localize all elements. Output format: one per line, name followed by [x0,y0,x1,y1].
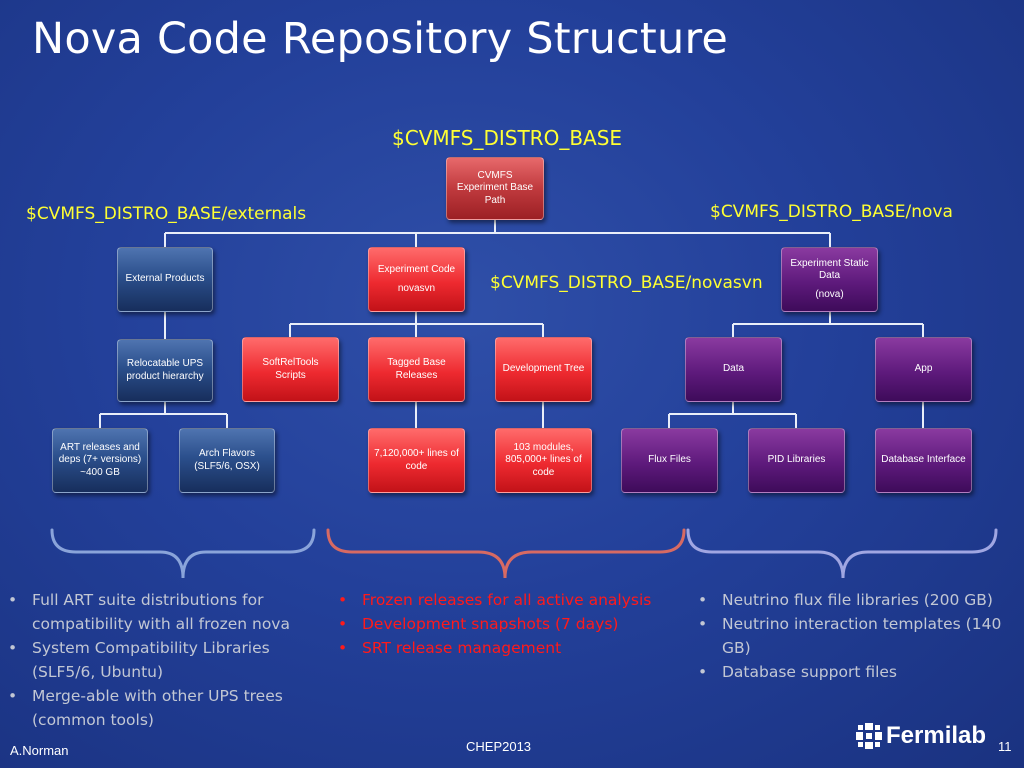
node-art-releases: ART releases and deps (7+ versions) ~400… [52,428,148,493]
bullet-item: • Development snapshots (7 days) [330,612,680,636]
bullet-text: Development snapshots (7 days) [362,615,619,633]
logo-text: Fermilab [886,722,987,749]
node-label: Experiment Code [377,264,456,275]
node-modules: 103 modules, 805,000+ lines of code [495,428,592,493]
node-flux-files: Flux Files [621,428,718,493]
externals-path-label: $CVMFS_DISTRO_BASE/externals [26,204,307,224]
node-experiment-static-data: Experiment Static Data (nova) [781,247,878,312]
node-sublabel: (nova) [815,288,844,300]
node-softreltools-scripts: SoftRelTools Scripts [242,337,339,402]
node-label: CVMFS Experiment Base Path [456,169,534,206]
nova-path-label: $CVMFS_DISTRO_BASE/nova [710,202,953,222]
connector-relocatable [99,402,228,428]
node-label: App [914,363,933,375]
brace-red [326,528,686,579]
bullet-item: • Neutrino flux file libraries (200 GB) [690,588,1020,612]
bullet-marker: • [338,615,348,633]
brace-purple [686,528,998,579]
node-arch-flavors: Arch Flavors (SLF5/6, OSX) [179,428,275,493]
bullet-marker: • [698,591,708,609]
node-label: PID Libraries [767,454,826,466]
connector-data [668,402,797,428]
node-label: ART releases and deps (7+ versions) ~400… [58,441,142,478]
fermilab-logo-icon [856,723,882,749]
node-label: Data [722,363,745,375]
bullet-item: • System Compatibility Libraries (SLF5/6,… [0,636,320,684]
node-tagged-base-releases: Tagged Base Releases [368,337,465,402]
bullet-marker: • [338,639,348,657]
node-data: Data [685,337,782,402]
brace-blue [50,528,316,579]
bullet-item: • SRT release management [330,636,680,660]
fermilab-logo: Fermilab [856,722,986,750]
bullet-marker: • [8,591,18,609]
bullet-marker: • [8,639,18,657]
bullet-item: • Full ART suite distributions for compat… [0,588,320,636]
node-development-tree: Development Tree [495,337,592,402]
bullets-middle: • Frozen releases for all active analysis… [330,588,680,660]
node-label: Relocatable UPS product hierarchy [126,358,204,382]
node-external-products: External Products [117,247,213,312]
node-sublabel: novasvn [397,282,436,294]
bullets-left: • Full ART suite distributions for compat… [0,588,320,732]
bullet-text: Frozen releases for all active analysis [362,591,652,609]
conference-label: CHEP2013 [466,739,532,754]
bullet-marker: • [8,687,18,705]
connector-expcode [289,312,544,337]
bullet-text: Full ART suite distributions for compati… [32,591,290,633]
node-label: External Products [125,273,205,285]
node-label: 7,120,000+ lines of code [374,448,459,472]
bullet-text: Merge-able with other UPS trees (common … [32,687,283,729]
bullet-item: • Frozen releases for all active analysis [330,588,680,612]
node-label: Arch Flavors (SLF5/6, OSX) [194,448,260,472]
node-cvmfs-base-path: CVMFS Experiment Base Path [446,157,544,220]
bullet-marker: • [698,663,708,681]
bullet-item: • Neutrino interaction templates (140 GB) [690,612,1020,660]
node-label: SoftRelTools Scripts [262,357,319,381]
novasvn-path-label: $CVMFS_DISTRO_BASE/novasvn [490,273,763,293]
node-label: Experiment Static Data [790,257,869,282]
bullet-text: System Compatibility Libraries (SLF5/6, … [32,639,270,681]
bullet-text: Neutrino flux file libraries (200 GB) [722,591,993,609]
distro-base-label: $CVMFS_DISTRO_BASE [392,126,623,150]
node-app: App [875,337,972,402]
bullet-text: Database support files [722,663,898,681]
bullets-right: • Neutrino flux file libraries (200 GB) •… [690,588,1020,684]
node-pid-libraries: PID Libraries [748,428,845,493]
node-label: Flux Files [648,454,691,466]
node-label: Database Interface [881,454,966,466]
bullet-marker: • [338,591,348,609]
node-label: Development Tree [502,363,585,375]
node-label: Tagged Base Releases [387,357,446,381]
author-label: A.Norman [10,743,69,758]
connector-static [732,312,924,337]
bullet-item: • Merge-able with other UPS trees (common… [0,684,320,732]
bullet-text: Neutrino interaction templates (140 GB) [722,615,1002,657]
node-experiment-code: Experiment Code novasvn [368,247,465,312]
node-label: 103 modules, 805,000+ lines of code [505,441,582,478]
node-database-interface: Database Interface [875,428,972,493]
bullet-text: SRT release management [362,639,562,657]
bullet-item: • Database support files [690,660,1020,684]
connector-root [164,220,831,247]
bullet-marker: • [698,615,708,633]
page-number: 11 [998,739,1012,754]
node-lines-of-code: 7,120,000+ lines of code [368,428,465,493]
node-relocatable-ups: Relocatable UPS product hierarchy [117,339,213,402]
slide-title: Nova Code Repository Structure [32,14,729,64]
